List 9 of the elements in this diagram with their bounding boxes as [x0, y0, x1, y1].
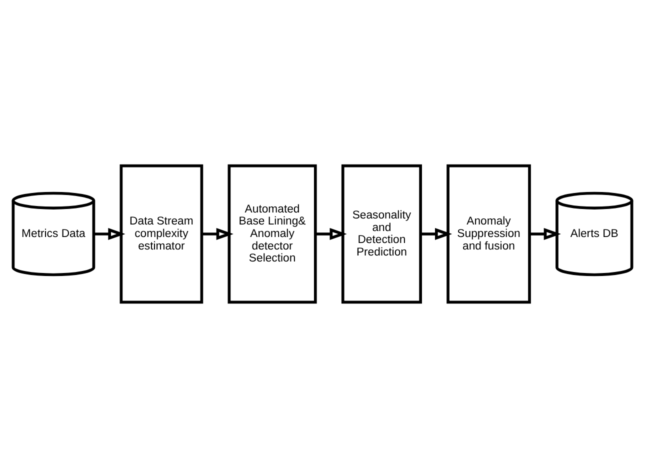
- arrow: [202, 228, 234, 240]
- arrow: [420, 228, 452, 240]
- arrow: [94, 228, 126, 240]
- node-box: Anomaly Suppression and fusion: [446, 164, 531, 304]
- arrow: [315, 228, 347, 240]
- node-box: Automated Base Lining& Anomaly detector Selection: [228, 164, 317, 304]
- node-box: Seasonality and Detection Prediction: [341, 164, 422, 304]
- node-box: Data Stream complexity estimator: [120, 164, 204, 304]
- arrow: [530, 228, 561, 240]
